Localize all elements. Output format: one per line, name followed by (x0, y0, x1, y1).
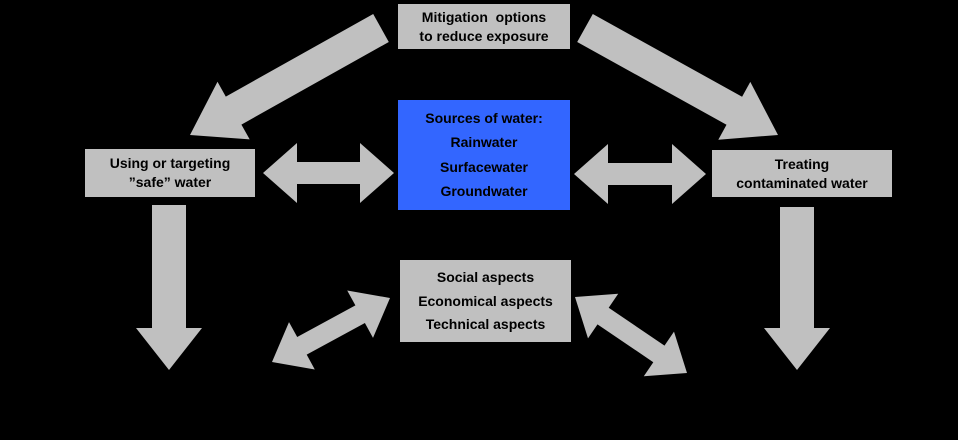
arrow-aspects-lower-right-link-icon (575, 293, 687, 377)
box-aspects-technical: Technical aspects (425, 316, 546, 333)
box-mitigation-options: Mitigation options to reduce exposure (398, 4, 570, 49)
arrow-sources-treating-link-icon (574, 144, 706, 204)
box-mitigation-options-line1: Mitigation options (421, 8, 547, 25)
box-using-safe-water-line2: ”safe” water (128, 174, 212, 190)
arrow-mitigation-to-safe-water-icon (190, 14, 389, 140)
box-using-safe-water: Using or targeting ”safe” water (85, 149, 255, 197)
box-sources-of-water-rainwater: Rainwater (450, 134, 518, 151)
box-treating-contaminated-water-line2: contaminated water (736, 174, 868, 191)
arrow-aspects-lower-left-link-icon (272, 290, 390, 370)
box-sources-of-water-surfacewater: Surfacewater (440, 158, 528, 175)
arrow-treating-down-icon (764, 207, 830, 370)
box-sources-of-water: Sources of water: Rainwater Surfacewater… (398, 100, 570, 210)
box-mitigation-options-line2: to reduce exposure (419, 27, 549, 44)
box-using-safe-water-line1: Using or targeting (109, 155, 231, 171)
box-sources-of-water-groundwater: Groundwater (440, 182, 528, 199)
box-aspects-economical: Economical aspects (418, 292, 553, 309)
arrow-safe-water-sources-link-icon (263, 143, 394, 203)
arrow-mitigation-to-treating-icon (577, 14, 778, 140)
box-treating-contaminated-water-line1: Treating (774, 155, 830, 172)
box-aspects-social: Social aspects (436, 268, 535, 285)
arrow-safe-water-down-icon (136, 205, 202, 370)
box-aspects: Social aspects Economical aspects Techni… (400, 260, 571, 342)
box-sources-of-water-heading: Sources of water: (425, 110, 543, 127)
box-treating-contaminated-water: Treating contaminated water (712, 150, 892, 197)
